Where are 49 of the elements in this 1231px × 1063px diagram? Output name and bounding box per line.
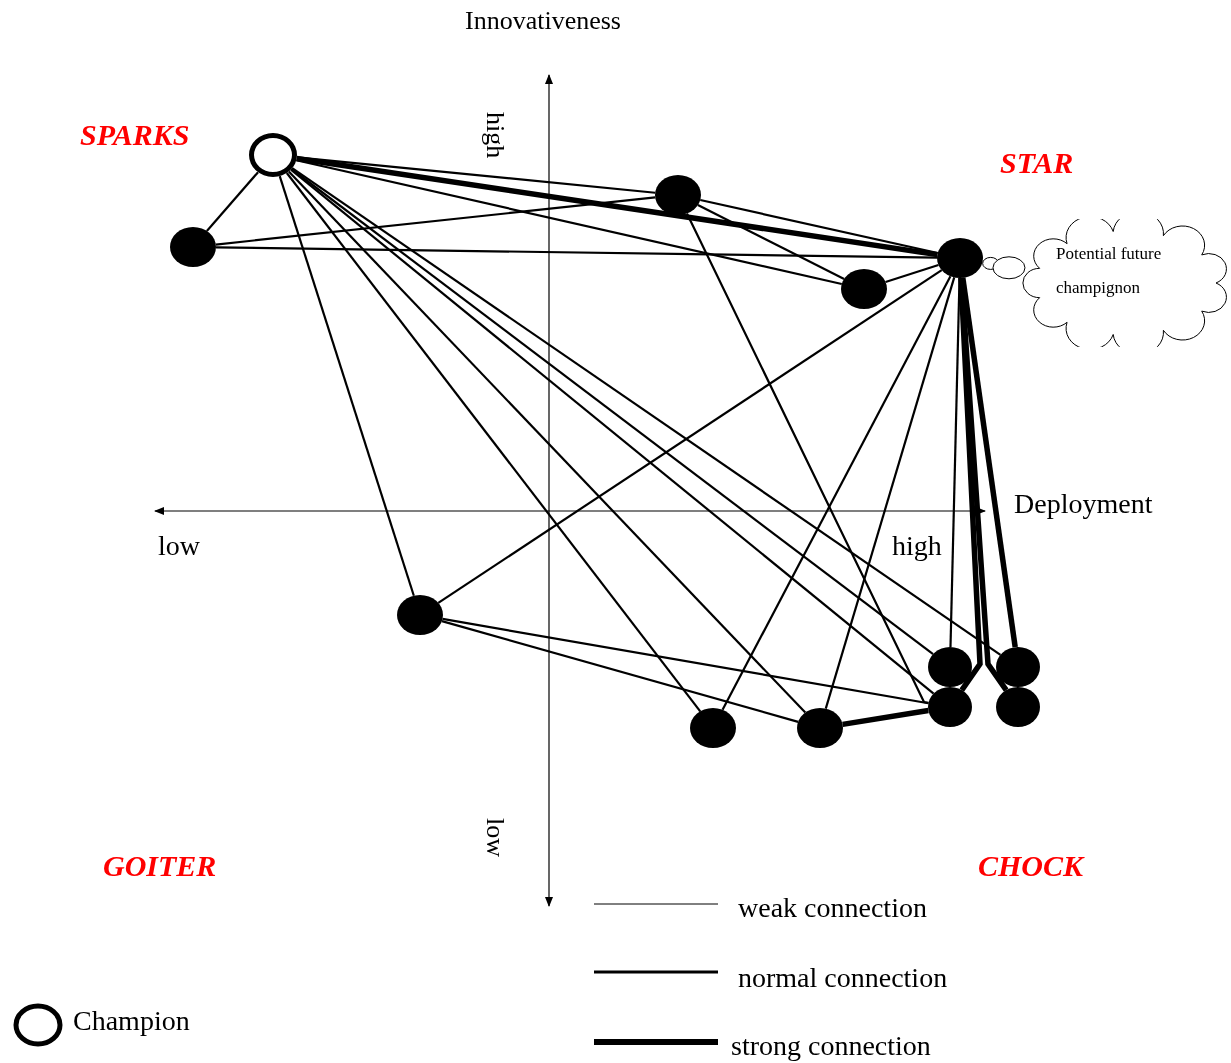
connection-line	[206, 171, 259, 232]
connection-line	[697, 204, 845, 280]
connection-line	[885, 263, 939, 284]
actor-dot	[937, 238, 983, 278]
connection-line	[442, 617, 929, 705]
quadrant-label: CHOCK	[978, 849, 1084, 883]
quadrant-label: SPARKS	[80, 118, 190, 152]
actor-dot	[690, 708, 736, 748]
actor-dot	[397, 595, 443, 635]
connection-line	[842, 707, 929, 728]
axis-title: Deployment	[1014, 488, 1153, 520]
thought-cloud	[1022, 219, 1230, 347]
actor-dot	[996, 687, 1040, 727]
connection-line	[441, 620, 799, 723]
actor-dot	[996, 647, 1040, 687]
actor-dot	[841, 269, 887, 309]
legend-text: strong connection	[731, 1030, 931, 1062]
actor-dot	[928, 687, 972, 727]
connection-line	[285, 172, 702, 713]
quadrant-label: GOITER	[103, 849, 217, 883]
connection-line	[700, 198, 938, 255]
axis-title: Innovativeness	[465, 6, 621, 36]
champion-circle	[249, 133, 297, 177]
connection-line	[685, 212, 929, 704]
thought-bubble-connector	[983, 256, 1026, 280]
legend-text: Champion	[73, 1005, 190, 1037]
connection-line	[278, 175, 415, 597]
connection-line	[721, 275, 952, 711]
actor-dot	[928, 647, 972, 687]
axis-end-label: low	[158, 530, 200, 562]
legend-text: weak connection	[738, 892, 927, 924]
connection-line	[824, 277, 956, 709]
connection-line	[296, 155, 938, 258]
connection-line	[288, 170, 807, 714]
axis-end-label: low	[480, 818, 510, 857]
quadrant-label: STAR	[1000, 146, 1074, 180]
axis-end-label: high	[480, 112, 510, 159]
connection-line	[958, 277, 983, 692]
cloud-text: Potential future champignon	[1056, 243, 1163, 299]
actor-dot	[170, 227, 216, 267]
connection-line	[215, 196, 656, 246]
legend-text: normal connection	[738, 962, 948, 994]
connection-line	[216, 246, 937, 259]
connection-line	[437, 269, 943, 604]
actor-dot	[797, 708, 843, 748]
actor-dot	[655, 175, 701, 215]
connection-line	[958, 277, 1009, 692]
connection-line	[296, 159, 842, 286]
axis-end-label: high	[892, 530, 942, 562]
